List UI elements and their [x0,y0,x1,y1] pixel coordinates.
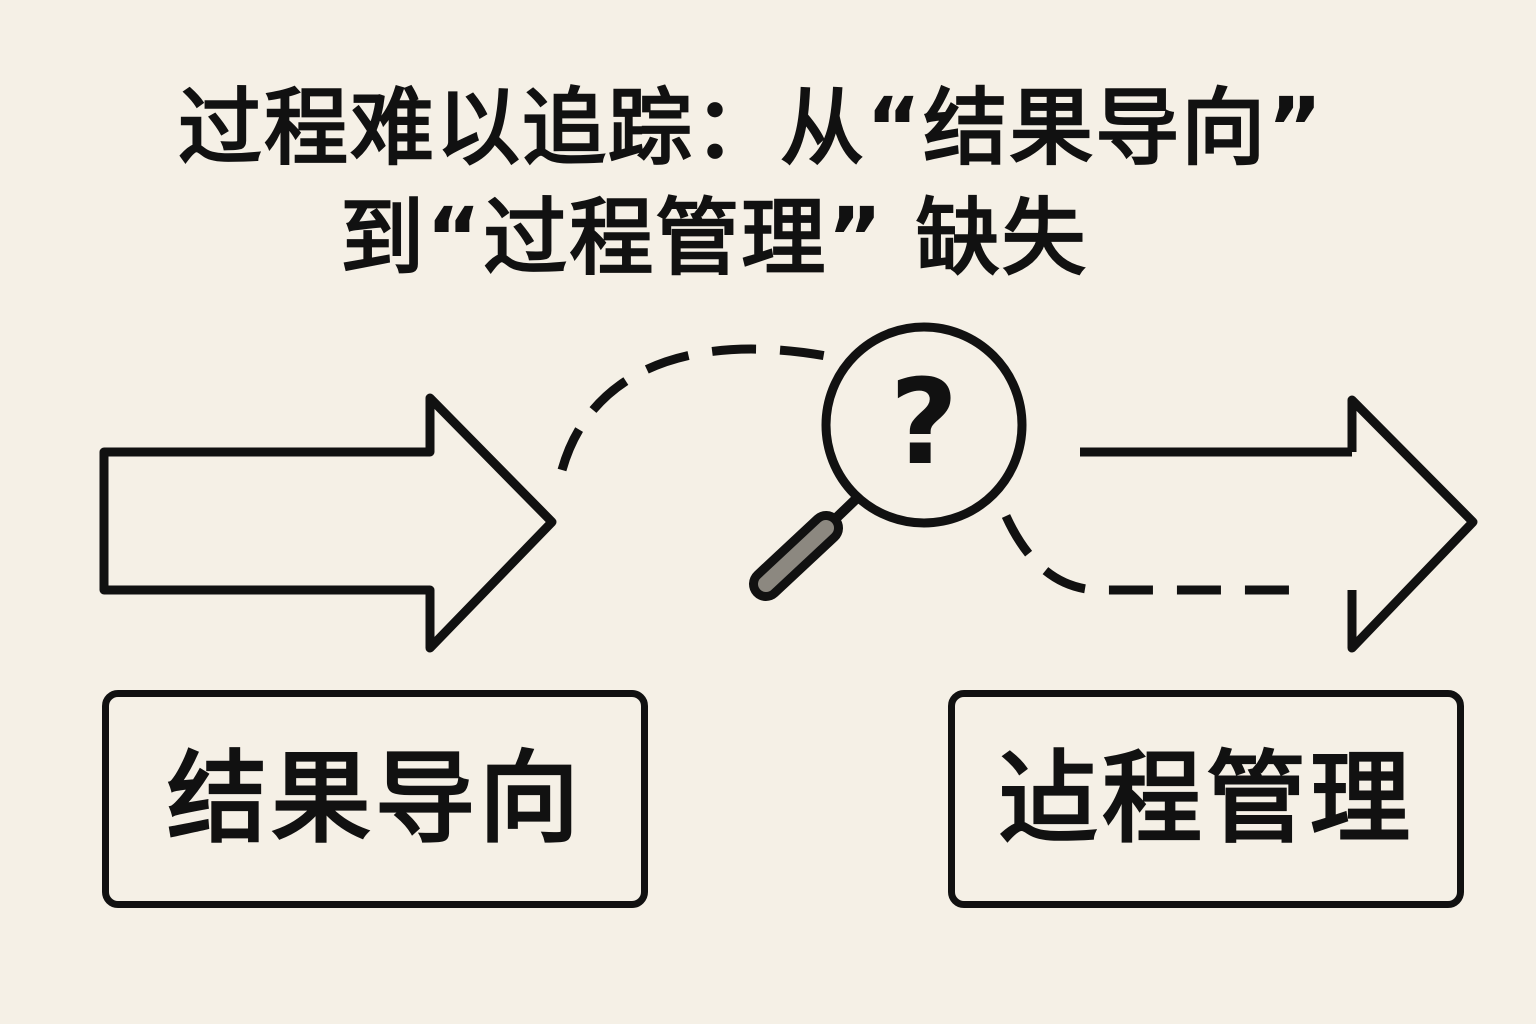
left-block-arrow [99,393,557,653]
magnifier-question-icon: ? [749,322,1027,601]
result-oriented-box: 结果导向 [102,690,648,908]
result-oriented-label: 结果导向 [167,740,583,857]
process-management-box: 迠程管理 [948,690,1464,908]
magnifier-handle-fill [758,520,834,592]
process-management-label: 迠程管理 [998,740,1414,857]
dashed-path-in [557,344,827,472]
right-arrow-head [1347,395,1478,653]
title-line-1: 过程难以追踪：从“结果导向” [178,79,1325,177]
question-mark-icon: ? [890,353,958,491]
title-line-2: 到“过程管理” 缺失 [340,189,1088,287]
magnifier-lens [821,322,1027,528]
dashed-path-out [1001,514,1300,595]
